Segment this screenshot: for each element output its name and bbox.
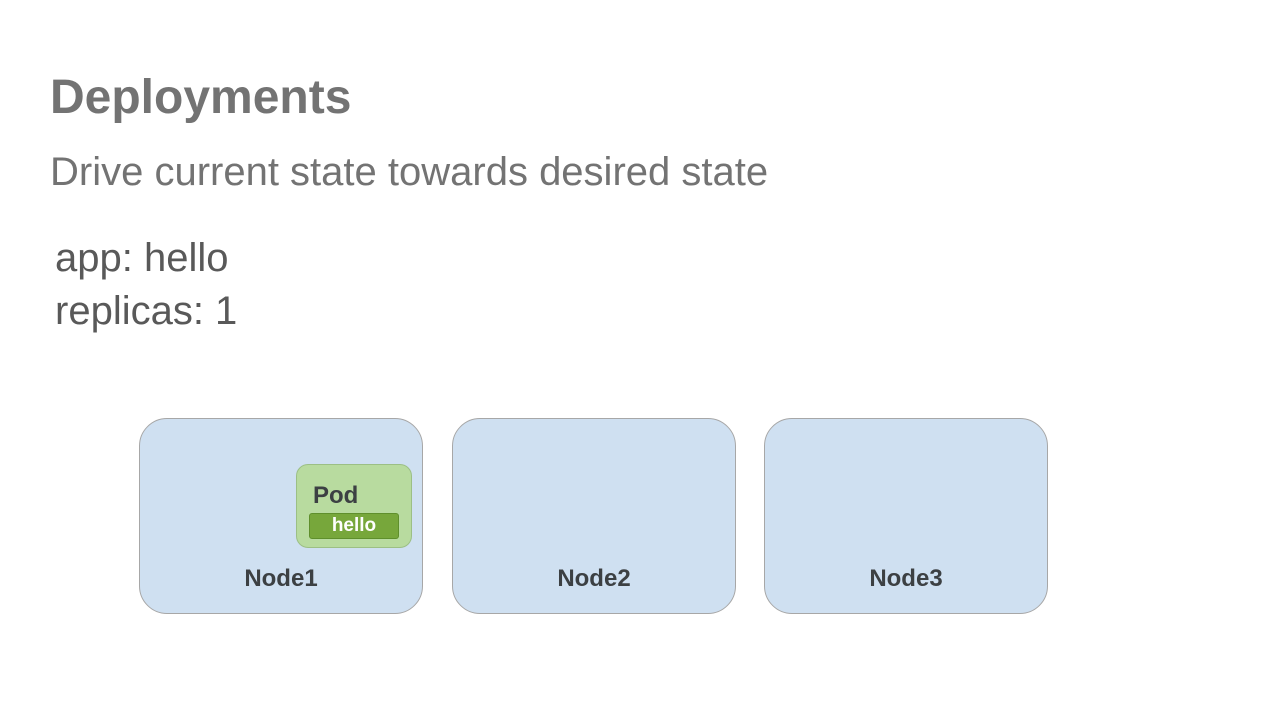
node-label: Node3 — [869, 565, 943, 592]
slide-subtitle: Drive current state towards desired stat… — [50, 150, 769, 194]
slide-title: Deployments — [50, 71, 352, 124]
node-3: Node3 — [764, 418, 1048, 614]
node-label: Node2 — [557, 565, 631, 592]
node-1: Pod hello Node1 — [139, 418, 423, 614]
pod: Pod hello — [296, 464, 412, 548]
pod-app-label: hello — [309, 513, 399, 539]
node-label: Node1 — [244, 565, 318, 592]
pod-label: Pod — [313, 482, 359, 509]
spec-app-line: app: hello — [55, 236, 229, 280]
node-2: Node2 — [452, 418, 736, 614]
spec-replicas-line: replicas: 1 — [55, 289, 238, 333]
